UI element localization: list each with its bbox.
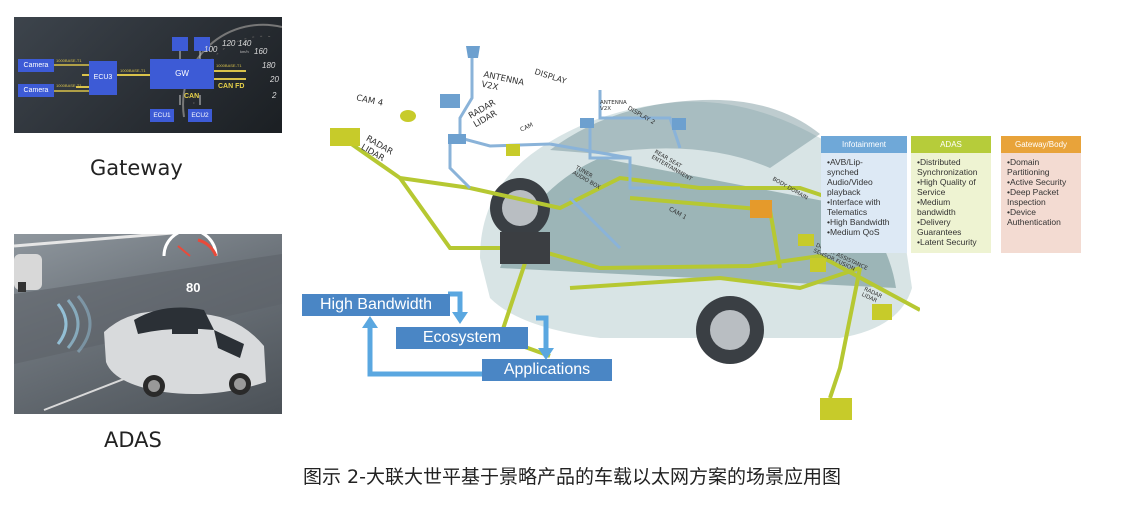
list-item: •Interface with bbox=[827, 197, 881, 207]
camera-box-2: Camera bbox=[18, 84, 54, 97]
list-item: synched bbox=[827, 167, 859, 177]
list-item: Guarantees bbox=[917, 227, 962, 237]
list-item: Inspection bbox=[1007, 197, 1046, 207]
adas-label: ADAS bbox=[104, 428, 162, 452]
radar-front-box bbox=[820, 398, 852, 420]
link-label-4: 1000BASE-T1 bbox=[216, 63, 242, 68]
gauge-tick-100: 100 bbox=[204, 45, 218, 54]
list-item: •Medium QoS bbox=[827, 227, 880, 237]
list-item: bandwidth bbox=[917, 207, 956, 217]
applications-box: Applications bbox=[482, 359, 612, 381]
gauge-tick-120: 120 bbox=[222, 39, 236, 48]
gauge-tick-160: 160 bbox=[254, 47, 268, 56]
list-item: Authentication bbox=[1007, 217, 1061, 227]
figure-caption: 图示 2-大联大世平基于景略产品的车载以太网方案的场景应用图 bbox=[303, 466, 841, 488]
body-domain-box bbox=[750, 200, 772, 218]
adas-speed-readout: 80 bbox=[186, 280, 201, 295]
can-fd-label: CAN FD bbox=[218, 83, 245, 90]
category-gateway-body-title: Gateway/Body bbox=[1001, 136, 1081, 153]
category-infotainment-list: •AVB/Lip- synched Audio/Video playback •… bbox=[821, 153, 907, 241]
adas-scene-graphic bbox=[14, 234, 282, 411]
list-item: •Latent Security bbox=[917, 237, 977, 247]
antenna-inner-label: ANTENNA V2X bbox=[600, 100, 627, 112]
list-item: •Distributed bbox=[917, 157, 961, 167]
list-item: •Device bbox=[1007, 207, 1036, 217]
speedometer-graphic bbox=[54, 23, 282, 118]
gw-small-box-1 bbox=[172, 37, 188, 51]
gauge-tick-2: 2 bbox=[272, 91, 277, 100]
flow-arrows bbox=[362, 291, 554, 377]
list-item: •High Bandwidth bbox=[827, 217, 890, 227]
category-infotainment-title: Infotainment bbox=[821, 136, 907, 153]
gauge-unit: km/h bbox=[240, 49, 249, 54]
car-network-diagram bbox=[330, 46, 920, 420]
gw-small-box-2 bbox=[194, 37, 210, 51]
list-item: •Active Security bbox=[1007, 177, 1067, 187]
list-item: •Domain bbox=[1007, 157, 1040, 167]
category-adas-title: ADAS bbox=[911, 136, 991, 153]
ecu3-box: ECU3 bbox=[89, 61, 117, 95]
gauge-tick-20: 20 bbox=[270, 75, 279, 84]
list-item: •Medium bbox=[917, 197, 951, 207]
category-gateway-body: Gateway/Body •Domain Partitioning •Activ… bbox=[1001, 136, 1081, 253]
ecu2-box: ECU2 bbox=[188, 109, 212, 122]
camera-box-1: Camera bbox=[18, 59, 54, 72]
list-item: •AVB/Lip- bbox=[827, 157, 863, 167]
gauge-tick-180: 180 bbox=[262, 61, 276, 70]
list-item: Service bbox=[917, 187, 946, 197]
ecu1-box: ECU1 bbox=[150, 109, 174, 122]
link-label-3: 1000BASE-T1 bbox=[120, 68, 146, 73]
ecosystem-box: Ecosystem bbox=[396, 327, 528, 349]
radar-lidar-top-box bbox=[448, 134, 466, 144]
adas-wiring bbox=[338, 134, 920, 399]
gauge-tick-140: 140 bbox=[238, 39, 252, 48]
high-bandwidth-box: High Bandwidth bbox=[302, 294, 450, 316]
link-label-2: 1000BASE-T1 bbox=[56, 83, 82, 88]
list-item: playback bbox=[827, 187, 861, 197]
adas-scene-image: 80 bbox=[14, 234, 282, 414]
category-gateway-body-list: •Domain Partitioning •Active Security •D… bbox=[1001, 153, 1081, 231]
list-item: Telematics bbox=[827, 207, 868, 217]
can-label: CAN bbox=[184, 93, 200, 100]
car-body-shape bbox=[480, 101, 912, 338]
link-label-1: 1000BASE-T1 bbox=[56, 58, 82, 63]
gateway-connector-box bbox=[500, 232, 550, 264]
list-item: Synchronization bbox=[917, 167, 978, 177]
antenna-icon bbox=[466, 46, 480, 58]
cam4-sensor bbox=[400, 110, 416, 122]
list-item: •Delivery bbox=[917, 217, 951, 227]
category-adas: ADAS •Distributed Synchronization •High … bbox=[911, 136, 991, 253]
list-item: •Deep Packet bbox=[1007, 187, 1059, 197]
category-infotainment: Infotainment •AVB/Lip- synched Audio/Vid… bbox=[821, 136, 907, 253]
gateway-label: Gateway bbox=[90, 156, 183, 180]
category-adas-list: •Distributed Synchronization •High Quali… bbox=[911, 153, 991, 251]
gateway-diagram-image: Camera Camera ECU3 GW ECU1 ECU2 1000BASE… bbox=[14, 17, 282, 133]
gw-box: GW bbox=[150, 59, 214, 89]
list-item: Partitioning bbox=[1007, 167, 1050, 177]
radar-lidar-left-box bbox=[330, 128, 360, 146]
infotainment-wiring bbox=[448, 58, 682, 250]
list-item: Audio/Video bbox=[827, 177, 873, 187]
list-item: •High Quality of bbox=[917, 177, 976, 187]
